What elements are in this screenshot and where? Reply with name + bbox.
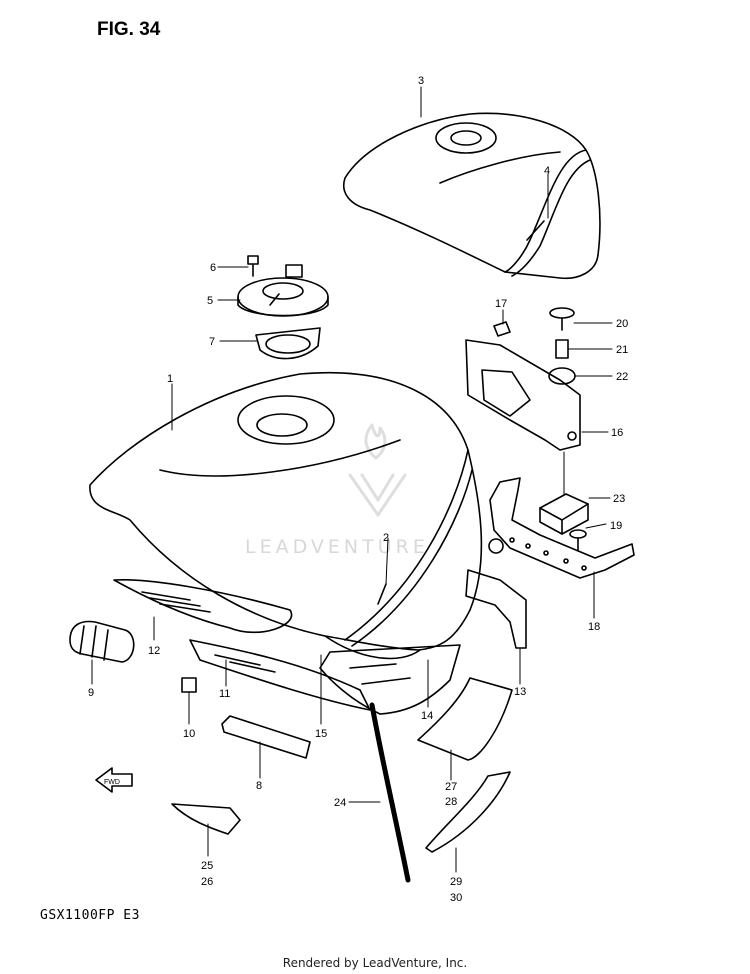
callout-7: 7 <box>209 336 215 348</box>
callout-2: 2 <box>383 532 389 544</box>
leader-lines <box>91 86 613 873</box>
rendered-by-footer: Rendered by LeadVenture, Inc. <box>282 956 468 970</box>
callout-8: 8 <box>256 780 262 792</box>
callout-4: 4 <box>544 165 550 177</box>
callout-25: 25 <box>201 860 213 872</box>
part-20-screw-icon <box>549 307 575 331</box>
part-16-bracket <box>465 339 581 451</box>
part-21-collar <box>555 339 569 359</box>
callout-29: 29 <box>450 876 462 888</box>
part-12-side-emblem <box>113 578 293 634</box>
callout-3: 3 <box>418 75 424 87</box>
callout-28: 28 <box>445 796 457 808</box>
watermark-logo-icon <box>348 423 407 517</box>
callout-19: 19 <box>610 520 622 532</box>
part-11-emblem <box>189 639 371 711</box>
part-19-bolt-icon <box>569 529 587 551</box>
part-2-trim-strip <box>377 583 387 605</box>
part-14-lower-panel <box>319 644 461 715</box>
callout-16: 16 <box>611 427 623 439</box>
callout-20: 20 <box>616 318 628 330</box>
part-25-26-decal <box>171 803 241 835</box>
part-17-screw-icon <box>493 321 511 337</box>
part-1-fuel-tank <box>89 371 504 660</box>
callout-9: 9 <box>88 687 94 699</box>
part-13-side-bar <box>465 569 527 649</box>
callout-6: 6 <box>210 262 216 274</box>
watermark-text: LEADVENTURE <box>245 536 429 558</box>
callout-22: 22 <box>616 371 628 383</box>
figure-title: FIG. 34 <box>97 19 161 40</box>
part-9-rubber <box>69 620 135 663</box>
part-18-rear-bracket <box>489 477 635 579</box>
part-5-fuel-cap <box>237 264 329 317</box>
part-7-gasket <box>255 327 321 360</box>
callout-21: 21 <box>616 344 628 356</box>
callout-15: 15 <box>315 728 327 740</box>
callout-5: 5 <box>207 295 213 307</box>
part-8-pad <box>221 715 311 759</box>
part-4-trim-strip <box>526 220 545 241</box>
forward-arrow-icon <box>95 767 133 793</box>
part-6-bolt-icon <box>247 255 259 277</box>
part-27-28-decal <box>417 677 513 761</box>
callout-14: 14 <box>421 710 433 722</box>
callout-1: 1 <box>167 373 173 385</box>
callout-24: 24 <box>334 797 346 809</box>
callout-23: 23 <box>613 493 625 505</box>
callout-18: 18 <box>588 621 600 633</box>
callout-12: 12 <box>148 645 160 657</box>
part-23-damper <box>539 493 589 535</box>
callout-30: 30 <box>450 892 462 904</box>
callout-11: 11 <box>219 688 230 700</box>
callout-10: 10 <box>183 728 195 740</box>
callout-17: 17 <box>495 298 507 310</box>
part-10-cushion <box>181 677 197 693</box>
part-29-30-decal <box>425 771 511 853</box>
fwd-label: FWD <box>104 779 120 786</box>
callout-13: 13 <box>514 686 526 698</box>
callout-26: 26 <box>201 876 213 888</box>
part-24-hose <box>369 702 411 883</box>
model-code: GSX1100FP E3 <box>40 908 140 923</box>
callout-27: 27 <box>445 781 457 793</box>
part-3-tank-cover <box>343 112 601 280</box>
